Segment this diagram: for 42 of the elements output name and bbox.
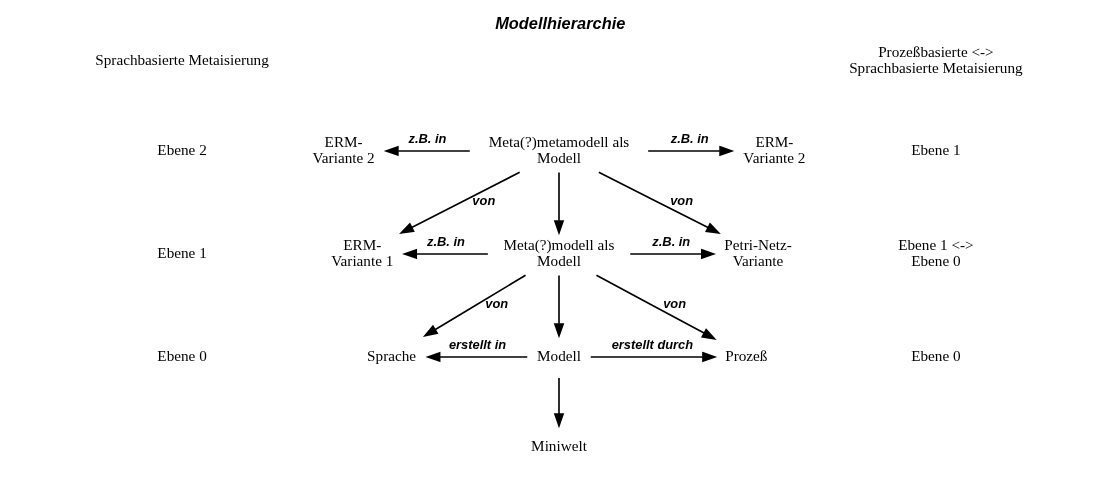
- label: Ebene 1: [910, 140, 961, 158]
- node-text: ERM- Variante 2: [742, 132, 805, 167]
- arrow: [597, 171, 721, 234]
- arrow: [595, 274, 717, 340]
- node-text: ERM- Variante 2: [312, 132, 375, 167]
- arrow: [589, 351, 717, 363]
- node-text: Modell: [536, 346, 581, 364]
- arrow: [553, 171, 564, 236]
- arrow: [424, 351, 528, 363]
- node-text: Sprache: [366, 346, 416, 364]
- node-text: Meta(?)metamodell als Modell: [488, 132, 629, 167]
- label: Ebene 0: [910, 346, 961, 364]
- edge-label: erstellt durch: [611, 336, 693, 352]
- edge-label: z.B. in: [408, 130, 446, 146]
- node-text: Meta(?)modell als Modell: [502, 235, 615, 270]
- edge-label: z.B. in: [670, 130, 709, 146]
- edge-label: von: [662, 295, 686, 311]
- node-text: ERM- Variante 1: [330, 235, 393, 270]
- diagram-title: Modellhierarchie: [494, 14, 625, 33]
- edge-label: erstellt in: [448, 336, 506, 352]
- node-text: Petri-Netz- Variante: [723, 235, 792, 270]
- arrow: [401, 248, 489, 260]
- arrow: [383, 145, 471, 157]
- label: Ebene 2: [156, 140, 207, 158]
- arrow: [422, 274, 526, 337]
- edge-label: von: [484, 295, 508, 311]
- arrow: [628, 248, 716, 260]
- label: Prozeßbasierte <-> Sprachbasierte Metaisierung: [848, 42, 1023, 76]
- label: Sprachbasierte Metaisierung: [94, 50, 269, 68]
- arrow: [553, 274, 564, 339]
- label: Ebene 1 <-> Ebene 0: [897, 235, 974, 270]
- edge-label: von: [471, 192, 495, 208]
- label: Ebene 0: [156, 346, 207, 364]
- arrow: [398, 171, 520, 234]
- arrow: [553, 377, 564, 429]
- label: Ebene 1: [156, 243, 207, 261]
- arrow: [646, 145, 734, 157]
- edge-label: z.B. in: [651, 233, 690, 249]
- edge-label: von: [669, 192, 693, 208]
- node-text: Prozeß: [724, 346, 767, 364]
- node-text: Miniwelt: [530, 437, 587, 455]
- edge-label: z.B. in: [426, 233, 465, 249]
